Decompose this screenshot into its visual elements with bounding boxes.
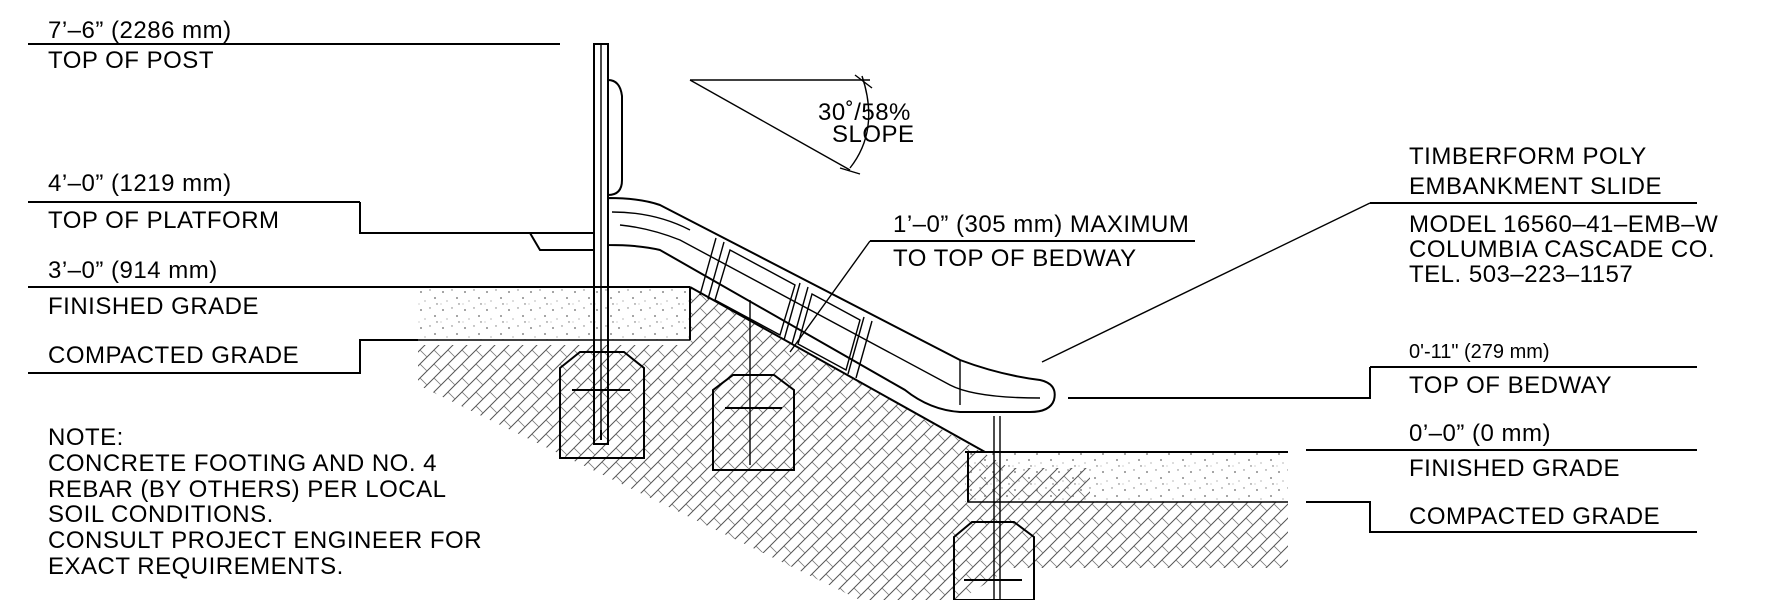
slide-rib-6 [855, 320, 873, 379]
note-block: NOTE: CONCRETE FOOTING AND NO. 4 REBAR (… [48, 424, 482, 580]
note-line: CONCRETE FOOTING AND NO. 4 [48, 450, 437, 477]
embankment-slope-line [689, 286, 986, 453]
lower-gravel-layer [965, 452, 1288, 502]
note-line: CONSULT PROJECT ENGINEER FOR [48, 527, 482, 554]
slide-bed-curve [619, 224, 1041, 399]
post-elevation-text: 7’–6” (2286 mm) [48, 17, 232, 44]
right-elevation-labels: 0'-11" (279 mm) TOP OF BEDWAY 0’–0” (0 m… [1068, 341, 1697, 533]
compacted-soil [418, 287, 1288, 600]
bedway-max-line1: 1’–0” (305 mm) MAXIMUM [893, 211, 1189, 238]
bedway-label-text: TOP OF BEDWAY [1409, 372, 1612, 399]
note-line: EXACT REQUIREMENTS. [48, 553, 344, 580]
footing-1 [559, 351, 645, 459]
bedway-max-leader [789, 240, 871, 353]
ground-section [418, 286, 1288, 600]
footings [559, 351, 1035, 600]
upper-gravel-layer [418, 287, 690, 340]
slide-rib-5 [847, 316, 865, 375]
right-compacted-label-text: COMPACTED GRADE [1409, 503, 1660, 530]
post-label-text: TOP OF POST [48, 47, 214, 74]
slope-indicator: 30˚/58% SLOPE [689, 74, 915, 175]
note-title: NOTE: [48, 424, 124, 451]
slope-arc [849, 75, 870, 169]
slide-body [607, 196, 1056, 413]
right-compacted-leader [1306, 501, 1697, 533]
post-assembly [528, 43, 1001, 600]
compacted-leader-line [28, 339, 418, 374]
slope-tick-2 [839, 167, 861, 175]
note-line: REBAR (BY OTHERS) PER LOCAL [48, 476, 446, 503]
note-line: SOIL CONDITIONS. [48, 501, 274, 528]
platform-label-text: TOP OF PLATFORM [48, 207, 280, 234]
bedway-max-line2: TO TOP OF BEDWAY [893, 245, 1137, 272]
grade-label-text: FINISHED GRADE [48, 293, 259, 320]
slope-tick-1 [854, 74, 873, 89]
slope-angle-text: 30˚/58% [818, 99, 911, 126]
slide-panel-1 [714, 248, 796, 337]
slope-word-text: SLOPE [832, 121, 915, 148]
footing-2 [712, 374, 795, 471]
right-grade-label-text: FINISHED GRADE [1409, 455, 1620, 482]
bedway-leader [1068, 367, 1371, 399]
product-line5: TEL. 503–223–1157 [1409, 261, 1633, 288]
compacted-label-text: COMPACTED GRADE [48, 342, 299, 369]
slide-inner-rail [611, 211, 691, 231]
platform-leader-jog [359, 202, 530, 234]
product-line1: TIMBERFORM POLY [1409, 143, 1647, 170]
product-line2: EMBANKMENT SLIDE [1409, 173, 1662, 200]
slide-panel-2 [797, 292, 861, 372]
bedway-max-callout: 1’–0” (305 mm) MAXIMUM TO TOP OF BEDWAY [789, 211, 1195, 353]
bedway-elevation-text: 0'-11" (279 mm) [1409, 341, 1550, 363]
slide-rib-2 [707, 241, 725, 300]
slide-rib-3 [783, 282, 801, 341]
slope-ref-diagonal [689, 79, 851, 171]
left-elevation-labels: 7’–6” (2286 mm) TOP OF POST 4’–0” (1219 … [28, 17, 560, 374]
slide-rib-1 [699, 237, 717, 296]
grade-elevation-text: 3’–0” (914 mm) [48, 257, 218, 284]
product-line4: COLUMBIA CASCADE CO. [1409, 236, 1715, 263]
platform-elevation-text: 4’–0” (1219 mm) [48, 170, 232, 197]
product-leader [1041, 202, 1371, 363]
footing-3 [953, 521, 1035, 600]
handrail [607, 79, 623, 196]
platform [528, 232, 595, 251]
product-line3: MODEL 16560–41–EMB–W [1409, 211, 1718, 238]
product-callout: TIMBERFORM POLY EMBANKMENT SLIDE MODEL 1… [1041, 143, 1718, 363]
right-grade-elevation-text: 0’–0” (0 mm) [1409, 420, 1551, 447]
slide-rib-4 [791, 286, 809, 345]
